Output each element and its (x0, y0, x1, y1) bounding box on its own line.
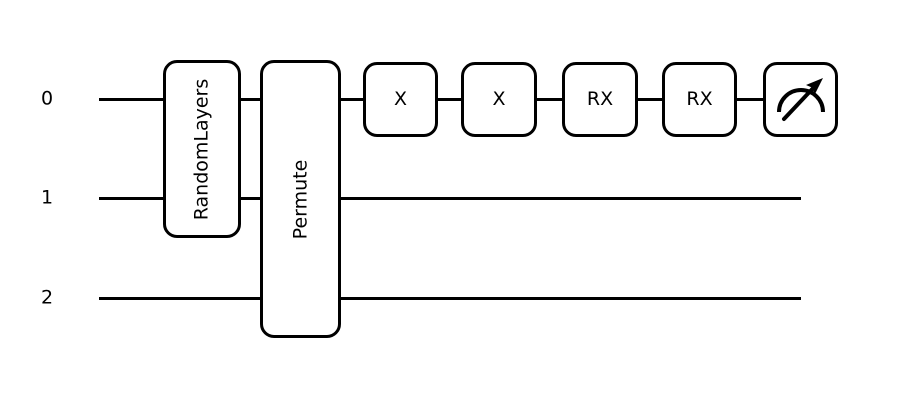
gate-randomlayers[interactable]: RandomLayers (163, 60, 241, 238)
wire-label-1: 1 (40, 186, 54, 209)
measurement-meter-icon (776, 77, 825, 121)
gate-x-2[interactable]: X (461, 62, 537, 137)
gate-x-1-label: X (393, 88, 408, 110)
gate-x-2-label: X (492, 88, 506, 110)
gate-measurement[interactable] (763, 62, 838, 137)
gate-randomlayers-label: RandomLayers (190, 78, 213, 220)
wire-2-line (99, 296, 801, 300)
wire-label-2: 2 (40, 286, 54, 309)
gate-permute-label: Permute (289, 159, 312, 239)
gate-rx-2[interactable]: RX (662, 62, 737, 137)
gate-rx-2-label: RX (686, 88, 713, 110)
wire-label-0: 0 (40, 87, 54, 110)
gate-rx-1-label: RX (586, 88, 614, 110)
gate-permute[interactable]: Permute (260, 60, 341, 338)
gate-rx-1[interactable]: RX (562, 62, 638, 137)
wire-1-line (99, 196, 801, 200)
gate-x-1[interactable]: X (363, 62, 438, 137)
